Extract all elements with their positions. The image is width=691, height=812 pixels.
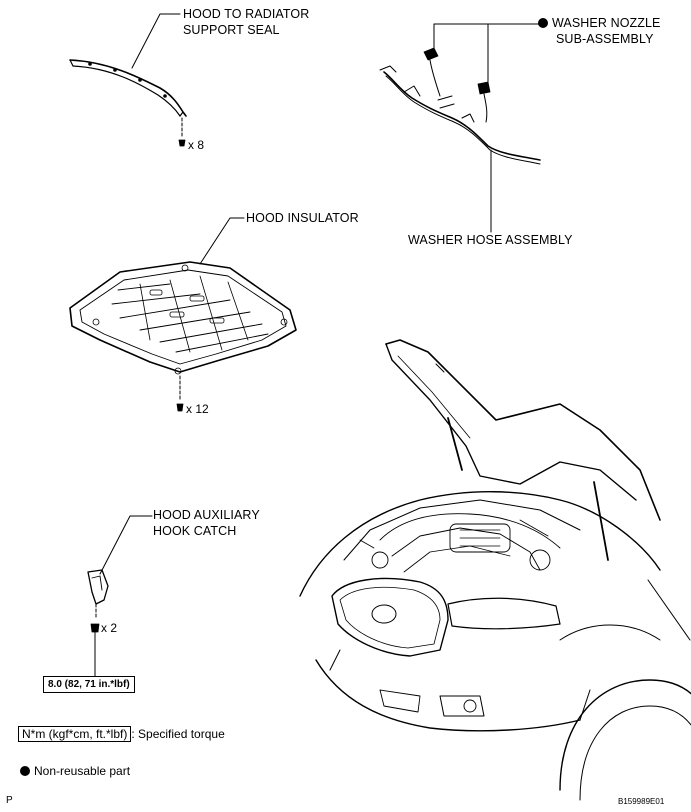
torque-spec-box: 8.0 (82, 71 in.*lbf) [43, 676, 135, 693]
hood-insulator-label: HOOD INSULATOR [246, 211, 359, 225]
washer-nozzle-label-text: WASHER NOZZLE [552, 16, 661, 30]
washer-nozzle-label-line2: SUB-ASSEMBLY [556, 32, 654, 46]
hook-catch-label-line2: HOOK CATCH [153, 524, 237, 538]
non-reusable-legend-dot-icon [20, 766, 30, 776]
non-reusable-legend: Non-reusable part [20, 763, 130, 779]
washer-hose-drawing [379, 23, 541, 233]
seal-clip-quantity: x 8 [188, 138, 205, 152]
catch-bolt-quantity: x 2 [101, 621, 118, 635]
hood-insulator-drawing [69, 217, 297, 412]
hood-to-radiator-seal-drawing [69, 13, 187, 147]
non-reusable-dot-icon [538, 18, 548, 28]
insulator-clip-quantity: x 12 [186, 402, 209, 416]
hook-catch-drawing [87, 515, 153, 677]
hood-seal-label-line2: SUPPORT SEAL [183, 23, 280, 37]
washer-hose-label: WASHER HOSE ASSEMBLY [408, 233, 573, 247]
hood-seal-label-line1: HOOD TO RADIATOR [183, 7, 310, 21]
torque-legend-desc: : Specified torque [131, 727, 225, 741]
washer-nozzle-label-line1: WASHER NOZZLE [538, 15, 660, 32]
torque-legend: N*m (kgf*cm, ft.*lbf): Specified torque [18, 726, 225, 742]
vehicle-front-drawing [299, 339, 691, 801]
figure-id: B159989E01 [618, 797, 665, 806]
non-reusable-legend-text: Non-reusable part [34, 764, 131, 778]
torque-unit-box: N*m (kgf*cm, ft.*lbf) [18, 726, 132, 742]
page-mark: P [6, 795, 13, 806]
hook-catch-label-line1: HOOD AUXILIARY [153, 508, 260, 522]
